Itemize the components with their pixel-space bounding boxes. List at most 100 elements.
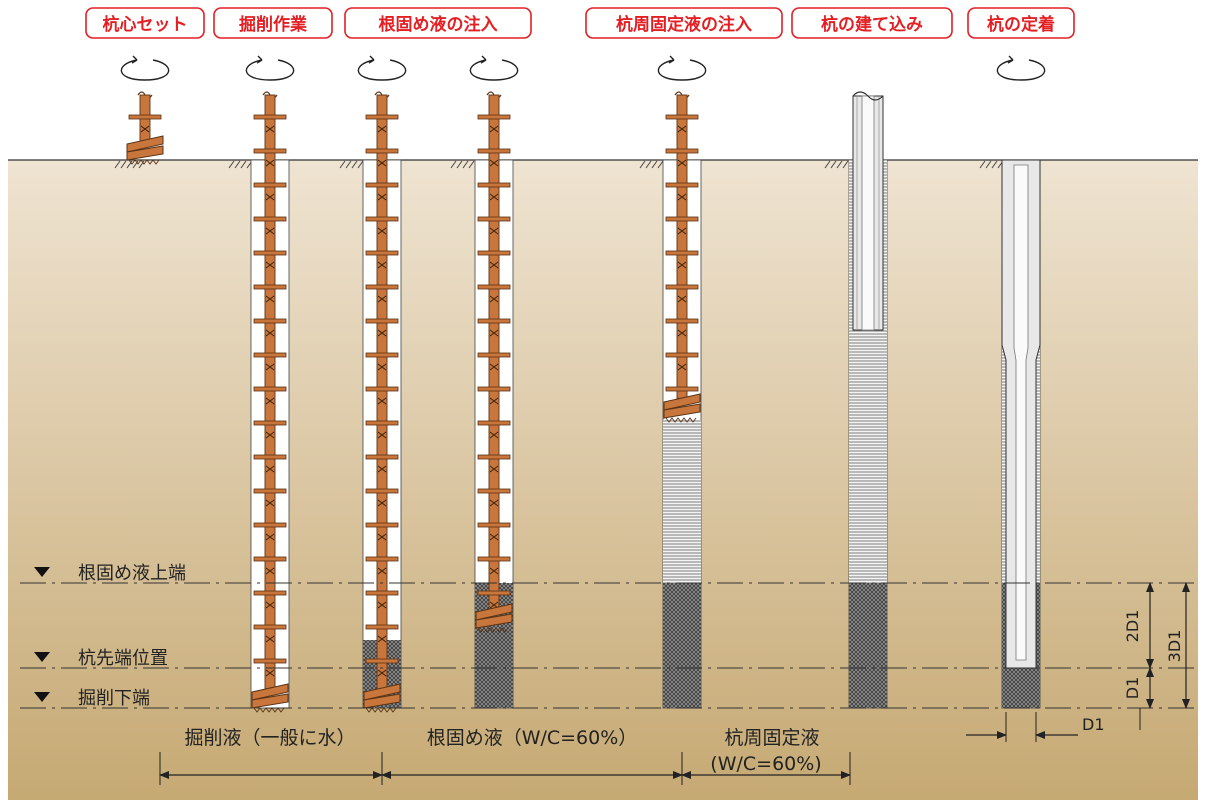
auger-stabilizer <box>477 216 511 222</box>
auger-stabilizer <box>665 318 699 324</box>
step-label-frame <box>344 7 532 39</box>
auger-stabilizer <box>253 318 287 324</box>
fluid-labels: 掘削液（一般に水） 根固め液（W/C=60%） 杭周固定液 (W/C=60%) <box>159 727 851 785</box>
auger-stabilizer <box>365 352 399 358</box>
auger-stabilizer <box>477 148 511 154</box>
auger-stabilizer <box>365 556 399 562</box>
step-label-text: 杭心セット <box>103 14 188 35</box>
auger-stabilizer <box>665 386 699 392</box>
auger-stabilizer <box>477 318 511 324</box>
level-marker-icon <box>34 567 50 577</box>
precast-pile-1 <box>852 95 884 331</box>
auger-stabilizer <box>665 250 699 256</box>
auger-stabilizer <box>253 488 287 494</box>
dimension-bottom-d1-label: D1 <box>1082 715 1105 734</box>
fluid-label-pile-fixing-ratio: (W/C=60%) <box>710 753 821 775</box>
step-label-2: 掘削作業 <box>213 7 333 39</box>
auger-stabilizer <box>253 148 287 154</box>
auger-stabilizer <box>477 420 511 426</box>
level-label: 杭先端位置 <box>78 648 168 669</box>
auger-stabilizer <box>365 386 399 392</box>
step-label-text: 掘削作業 <box>239 14 307 35</box>
step-label-5: 杭の建て込み <box>791 7 953 39</box>
step-label-frame <box>967 7 1075 39</box>
step-label-frame <box>85 7 205 39</box>
auger-stabilizer <box>253 590 287 596</box>
auger-stabilizer <box>253 386 287 392</box>
auger-stabilizer <box>477 114 511 120</box>
auger-2 <box>251 91 289 713</box>
augers <box>126 91 701 713</box>
rotation-arrow-icon <box>469 55 519 81</box>
auger-stabilizer <box>253 284 287 290</box>
dimension-2d1-label: 2D1 <box>1123 610 1142 643</box>
auger-stabilizer <box>365 148 399 154</box>
level-3: 掘削下端 <box>20 688 1198 709</box>
auger-stabilizer <box>365 216 399 222</box>
step-label-frame <box>791 7 953 39</box>
auger-stabilizer <box>477 386 511 392</box>
pile-break-line <box>852 91 884 101</box>
rotation-arrows <box>120 55 1046 81</box>
auger-stabilizer <box>253 420 287 426</box>
fluid-label-root-fixing: 根固め液（W/C=60%） <box>427 727 638 749</box>
auger-stabilizer <box>365 182 399 188</box>
auger-stabilizer <box>365 318 399 324</box>
auger-stabilizer <box>253 556 287 562</box>
step-label-frame <box>213 7 333 39</box>
dimension-d1-label: D1 <box>1123 677 1142 700</box>
step-label-text: 杭周固定液の注入 <box>616 14 752 35</box>
auger-4 <box>475 91 513 633</box>
auger-stabilizer <box>477 250 511 256</box>
pile-fixing-fluid <box>663 420 701 583</box>
auger-1 <box>126 91 164 165</box>
auger-stabilizer <box>253 216 287 222</box>
auger-5 <box>663 91 701 423</box>
auger-stabilizer <box>477 590 511 596</box>
rotation-arrow-icon <box>657 55 707 81</box>
level-2: 杭先端位置 <box>20 648 1198 669</box>
auger-stabilizer <box>253 522 287 528</box>
level-1: 根固め液上端 <box>20 563 1198 584</box>
auger-stabilizer <box>253 454 287 460</box>
step-label-text: 根固め液の注入 <box>379 14 498 35</box>
step-label-4: 杭周固定液の注入 <box>585 7 783 39</box>
auger-stabilizer <box>253 658 287 664</box>
auger-3 <box>363 91 401 713</box>
auger-stabilizer <box>253 182 287 188</box>
auger-stabilizer <box>253 624 287 630</box>
auger-stabilizer <box>665 114 699 120</box>
auger-stabilizer <box>365 522 399 528</box>
root-fixing-fluid <box>663 583 701 708</box>
step-label-text: 杭の建て込み <box>821 14 923 35</box>
level-marker-icon <box>34 652 50 662</box>
auger-stabilizer <box>477 522 511 528</box>
root-fixing-fluid <box>849 583 887 708</box>
auger-stabilizer <box>477 488 511 494</box>
auger-stabilizer <box>253 250 287 256</box>
auger-stabilizer <box>253 114 287 120</box>
auger-stabilizer <box>365 114 399 120</box>
fluid-label-excavation: 掘削液（一般に水） <box>184 727 355 749</box>
rotation-arrow-icon <box>120 55 170 81</box>
precast-pile-2 <box>1001 159 1041 669</box>
auger-stabilizer <box>477 284 511 290</box>
step-label-text: 杭の定着 <box>987 14 1055 35</box>
auger-rod <box>488 94 500 611</box>
auger-stabilizer <box>253 352 287 358</box>
auger-stabilizer <box>365 590 399 596</box>
rotation-arrow-icon <box>245 55 295 81</box>
auger-stabilizer <box>665 352 699 358</box>
step-label-frame <box>585 7 783 39</box>
rotation-arrow-icon <box>357 55 407 81</box>
fluid-label-pile-fixing: 杭周固定液 <box>724 727 819 749</box>
auger-stabilizer <box>365 454 399 460</box>
step-label-3: 根固め液の注入 <box>344 7 532 39</box>
auger-stabilizer <box>128 114 162 120</box>
level-marker-icon <box>34 692 50 702</box>
auger-stabilizer <box>477 182 511 188</box>
auger-stabilizer <box>477 454 511 460</box>
